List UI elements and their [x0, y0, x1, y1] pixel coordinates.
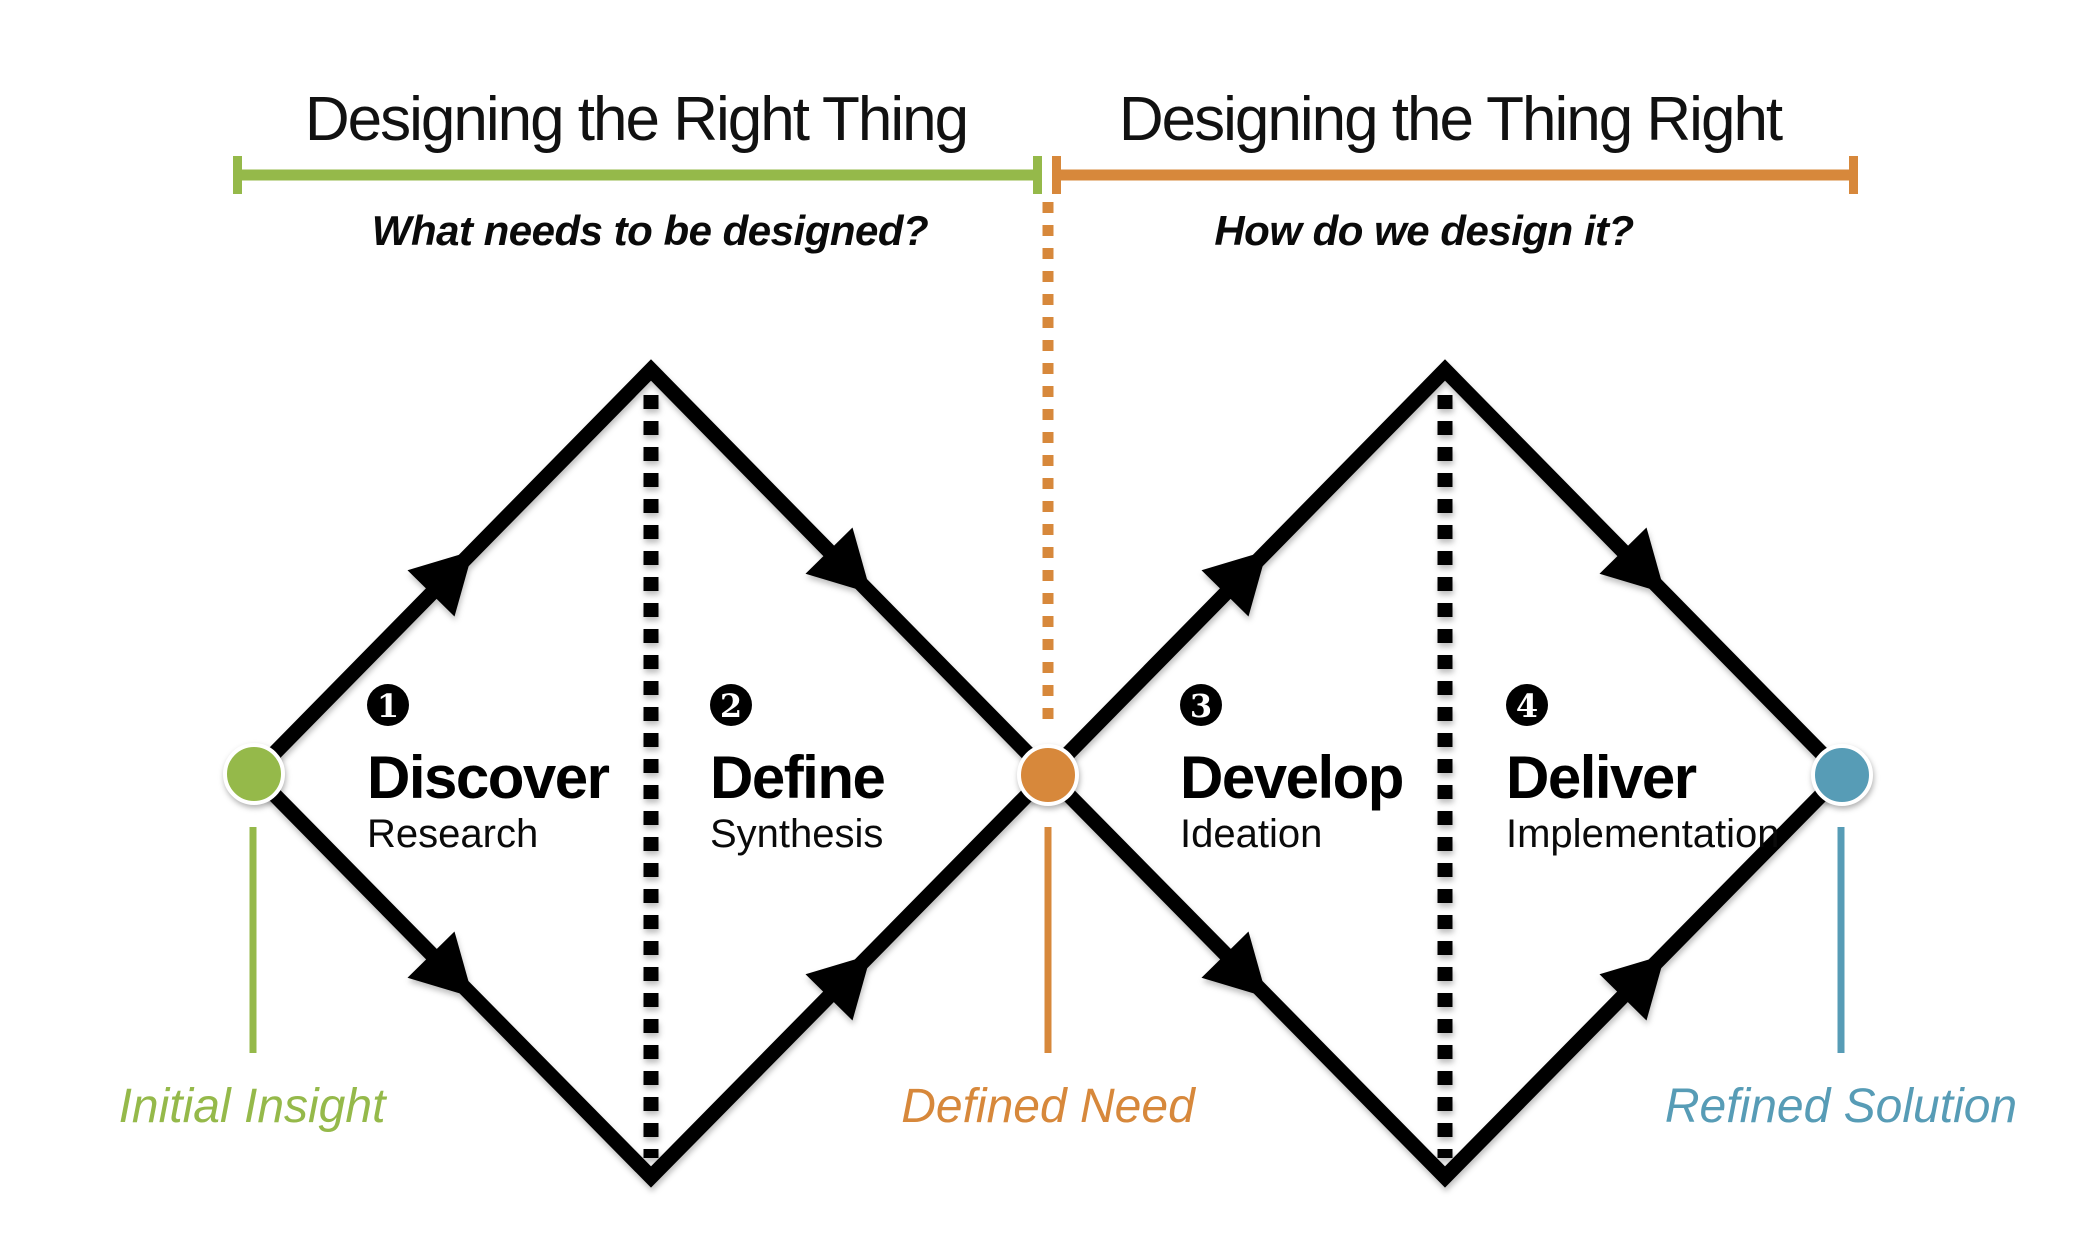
flow-arrow-down-icon [1201, 931, 1267, 998]
phase-1-method: Research [367, 812, 538, 856]
phase-2-number: 2 [720, 687, 742, 725]
phase-2-name: Define [710, 744, 885, 811]
left-section-title: Designing the Right Thing [305, 85, 967, 154]
left-phase-bracket [233, 156, 1042, 194]
right-bracket-cap-end [1849, 156, 1858, 194]
phase-deliver: 4 Deliver Implementation [1506, 684, 1779, 856]
flow-arrow-down-icon [407, 931, 473, 998]
defined-need-dot [1017, 744, 1079, 806]
right-section-title: Designing the Thing Right [1119, 85, 1783, 154]
phase-2-method: Synthesis [710, 812, 883, 856]
left-bracket-cap-end [1033, 156, 1042, 194]
refined-solution-dot [1811, 744, 1873, 806]
phase-3-method: Ideation [1180, 812, 1322, 856]
flow-arrow-up-icon [1201, 550, 1267, 617]
phase-1-number-badge [367, 684, 409, 726]
phase-4-number-badge [1506, 684, 1548, 726]
phase-4-number: 4 [1516, 687, 1538, 725]
flow-arrow-up-icon [407, 550, 473, 617]
left-bracket-cap-start [233, 156, 242, 194]
flow-arrow-down-icon [805, 527, 871, 594]
right-phase-bracket [1052, 156, 1858, 194]
phase-3-name: Develop [1180, 744, 1403, 811]
flow-arrow-up-icon [1599, 954, 1665, 1021]
phase-4-method: Implementation [1506, 812, 1779, 856]
initial-insight-label: Initial Insight [119, 1080, 387, 1133]
phase-3-number: 3 [1190, 687, 1212, 725]
right-bracket-bar [1052, 169, 1858, 181]
phase-define: 2 Define Synthesis [710, 684, 886, 856]
phase-develop: 3 Develop Ideation [1180, 684, 1404, 856]
right-question: How do we design it? [1214, 207, 1633, 254]
phase-4-name: Deliver [1506, 744, 1697, 811]
left-question: What needs to be designed? [372, 207, 928, 254]
phase-discover: 1 Discover Research [367, 684, 611, 856]
flow-arrows [407, 527, 1665, 1021]
phase-1-name: Discover [367, 744, 610, 811]
refined-solution-label: Refined Solution [1665, 1080, 2017, 1133]
phase-1-number: 1 [377, 687, 399, 725]
left-bracket-bar [233, 169, 1042, 181]
initial-insight-dot [223, 743, 285, 805]
right-bracket-cap-start [1052, 156, 1061, 194]
flow-arrow-down-icon [1599, 527, 1665, 594]
flow-arrow-up-icon [805, 954, 871, 1021]
defined-need-label: Defined Need [901, 1080, 1196, 1133]
milestone-dots [223, 743, 1873, 806]
phase-3-number-badge [1180, 684, 1222, 726]
phase-2-number-badge [710, 684, 752, 726]
